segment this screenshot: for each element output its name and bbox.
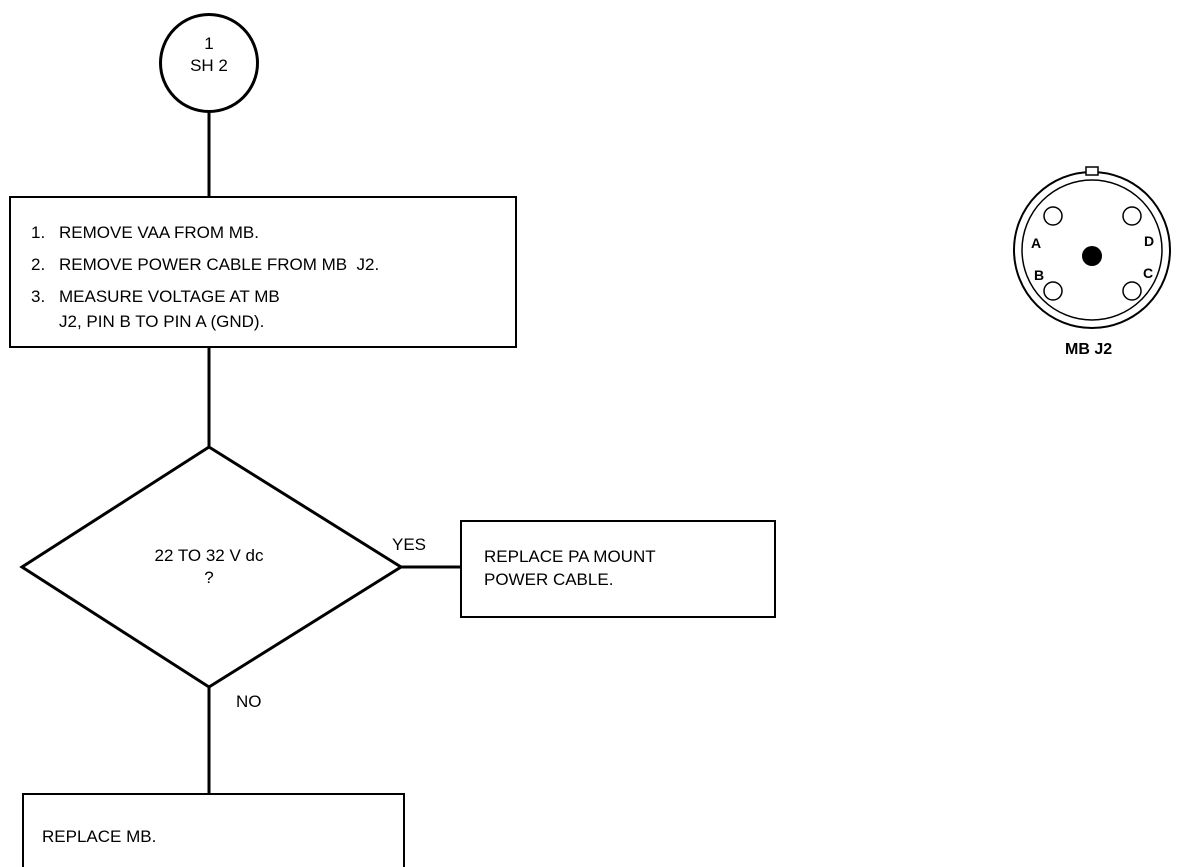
decision-diamond bbox=[19, 445, 404, 689]
yes-label: YES bbox=[392, 535, 427, 554]
step-text: REMOVE POWER CABLE FROM MB J2. bbox=[59, 255, 380, 274]
procedure-box: 1. REMOVE VAA FROM MB. 2. REMOVE POWER C… bbox=[9, 196, 517, 348]
connector-sheet: SH 2 bbox=[190, 56, 228, 75]
start-connector: 1 SH 2 bbox=[159, 13, 259, 113]
yes-action-line-2: POWER CABLE. bbox=[484, 570, 614, 589]
step-3-continuation: J2, PIN B TO PIN A (GND). bbox=[59, 312, 265, 331]
pin-c-hole bbox=[1122, 281, 1142, 301]
step-number: 3. bbox=[31, 287, 46, 306]
connector-number: 1 bbox=[204, 34, 214, 53]
step-number: 2. bbox=[31, 255, 46, 274]
yes-action-line-1: REPLACE PA MOUNT bbox=[484, 547, 656, 566]
step-number: 1. bbox=[31, 223, 46, 242]
decision-question: 22 TO 32 V dc bbox=[154, 546, 264, 565]
center-pin bbox=[1082, 246, 1102, 266]
pin-b-hole bbox=[1043, 281, 1063, 301]
pin-a-hole bbox=[1043, 206, 1063, 226]
no-label: NO bbox=[236, 692, 262, 711]
step-text: REMOVE VAA FROM MB. bbox=[59, 223, 259, 242]
pin-d-hole bbox=[1122, 206, 1142, 226]
no-action-box: REPLACE MB. bbox=[22, 793, 405, 867]
decision-question-mark: ? bbox=[204, 568, 214, 587]
yes-action-box: REPLACE PA MOUNT POWER CABLE. bbox=[460, 520, 776, 618]
mb-j2-connector-icon bbox=[1013, 166, 1171, 329]
pin-c-label: C bbox=[1143, 265, 1154, 281]
pin-a-label: A bbox=[1031, 235, 1042, 251]
no-action-text: REPLACE MB. bbox=[42, 827, 157, 846]
pin-d-label: D bbox=[1144, 233, 1155, 249]
pin-b-label: B bbox=[1034, 267, 1045, 283]
step-text: MEASURE VOLTAGE AT MB bbox=[59, 287, 280, 306]
connector-caption: MB J2 bbox=[1065, 341, 1113, 358]
